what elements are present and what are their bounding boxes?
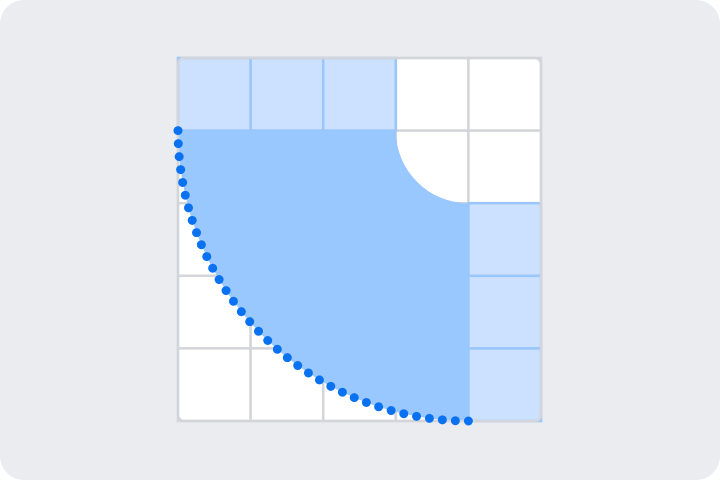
arc-dot <box>254 326 263 336</box>
arc-dot <box>245 317 255 327</box>
grid-outline <box>176 56 543 423</box>
arc-dot <box>326 381 336 391</box>
arc-dot <box>236 307 246 317</box>
arc-dot <box>272 344 282 354</box>
arc-dot <box>221 286 231 296</box>
arc-dot <box>337 387 347 397</box>
arc-dot <box>450 416 460 426</box>
grid-cell-highlighted <box>176 56 252 132</box>
arc-dot <box>183 203 193 213</box>
arc-dot <box>173 139 183 149</box>
grid-cell-highlighted <box>321 56 398 132</box>
arc-dot <box>176 165 186 175</box>
arc-dot <box>424 413 434 423</box>
grid-cell <box>467 56 543 132</box>
dotted-arc <box>173 126 473 426</box>
arc-dot <box>412 411 422 421</box>
arc-dot <box>282 353 292 363</box>
arc-dot <box>180 190 190 200</box>
arc-dot <box>293 361 303 371</box>
arc-dot <box>192 228 202 238</box>
grid-cell-highlighted <box>249 56 325 132</box>
grid-cell-highlighted <box>467 201 543 278</box>
grid-cell-highlighted <box>467 347 543 423</box>
grid-cell <box>394 56 470 132</box>
grid-cell-highlighted <box>467 274 543 350</box>
arc-dot <box>303 368 313 378</box>
grid-cell <box>467 129 543 205</box>
arc-dot <box>196 240 206 250</box>
arc-dot <box>173 126 183 136</box>
arc-dot <box>202 252 212 262</box>
arc-dot <box>314 375 324 385</box>
arc-dot <box>187 215 197 225</box>
arc-dot <box>178 177 188 187</box>
arc-dot <box>263 336 273 345</box>
arc-dot <box>386 406 396 416</box>
arc-dot <box>361 397 371 407</box>
arc-dot <box>437 415 447 425</box>
arc-dot <box>214 275 224 285</box>
rounded-quarter-shape <box>178 130 469 421</box>
arc-dot <box>349 393 359 403</box>
arc-dot <box>228 296 238 306</box>
arc-dot <box>174 152 184 162</box>
arc-dot <box>208 263 218 273</box>
arc-dot <box>374 402 384 412</box>
grid-cell <box>176 347 252 423</box>
arc-dot <box>463 416 473 426</box>
arc-dot <box>399 409 409 419</box>
